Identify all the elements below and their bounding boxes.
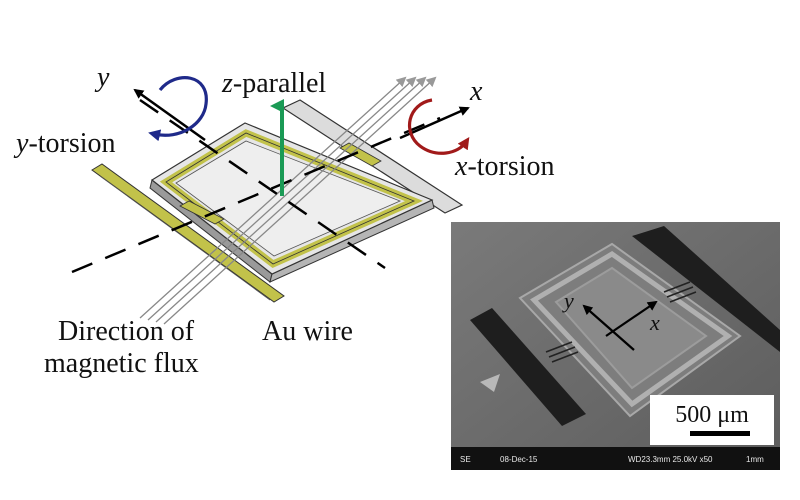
sem-footer-scale: 1mm — [746, 455, 764, 464]
x-torsion-label: x-torsion — [454, 151, 555, 182]
sem-footer-date: 08-Dec-15 — [500, 455, 538, 464]
sem-coil-outer — [530, 251, 733, 408]
sem-image: y x 500 μm SE 08-Dec-15 WD23.3mm 25.0kV … — [451, 222, 780, 470]
sem-spring-left — [545, 341, 579, 363]
flux-label-line1: Direction of — [58, 316, 195, 347]
scale-bar — [690, 431, 750, 436]
left-torsion-bar — [179, 200, 225, 225]
y-axis-arrow — [133, 88, 206, 142]
flux-line — [139, 76, 407, 319]
y-axis-dashed — [139, 98, 386, 270]
sem-x-label: x — [649, 310, 660, 335]
au-wire-label: Au wire — [262, 316, 353, 347]
scale-bar-label: 500 μm — [675, 402, 749, 428]
scale-bar-box — [650, 395, 774, 445]
sem-coil-inner — [554, 266, 708, 390]
sem-y-label: y — [562, 288, 574, 313]
z-parallel-label: z-parallel — [221, 68, 326, 99]
sem-y-axis-arrow — [582, 304, 635, 351]
device-schematic — [71, 76, 470, 325]
x-axis-dashed — [71, 116, 441, 274]
y-torsion-label: y-torsion — [13, 128, 116, 159]
sem-footer-mode: SE — [460, 455, 471, 464]
x-axis-label: x — [469, 76, 483, 107]
flux-lines — [139, 76, 437, 325]
y-torsion-rotation-arrow — [148, 76, 208, 142]
sem-arrow-feature — [480, 374, 500, 392]
sem-spring-right — [663, 281, 697, 303]
flux-line — [147, 76, 417, 321]
au-wire-edge — [99, 175, 271, 301]
inner-plate — [175, 140, 402, 257]
flux-line — [155, 76, 427, 323]
x-torsion-rotation-arrow — [408, 98, 470, 155]
sem-trench-left — [470, 308, 586, 426]
sem-footer-params: WD23.3mm 25.0kV x50 — [628, 455, 713, 464]
sem-x-axis-arrow — [605, 300, 658, 337]
right-torsion-bar — [339, 142, 382, 167]
sem-trench-right — [632, 226, 780, 352]
coil-outer-edge — [165, 132, 416, 265]
au-wire-strip — [91, 163, 285, 303]
y-axis-label: y — [94, 62, 110, 93]
flux-label-line2: magnetic flux — [44, 348, 199, 379]
flux-line — [163, 76, 437, 325]
sem-footer — [451, 447, 780, 470]
